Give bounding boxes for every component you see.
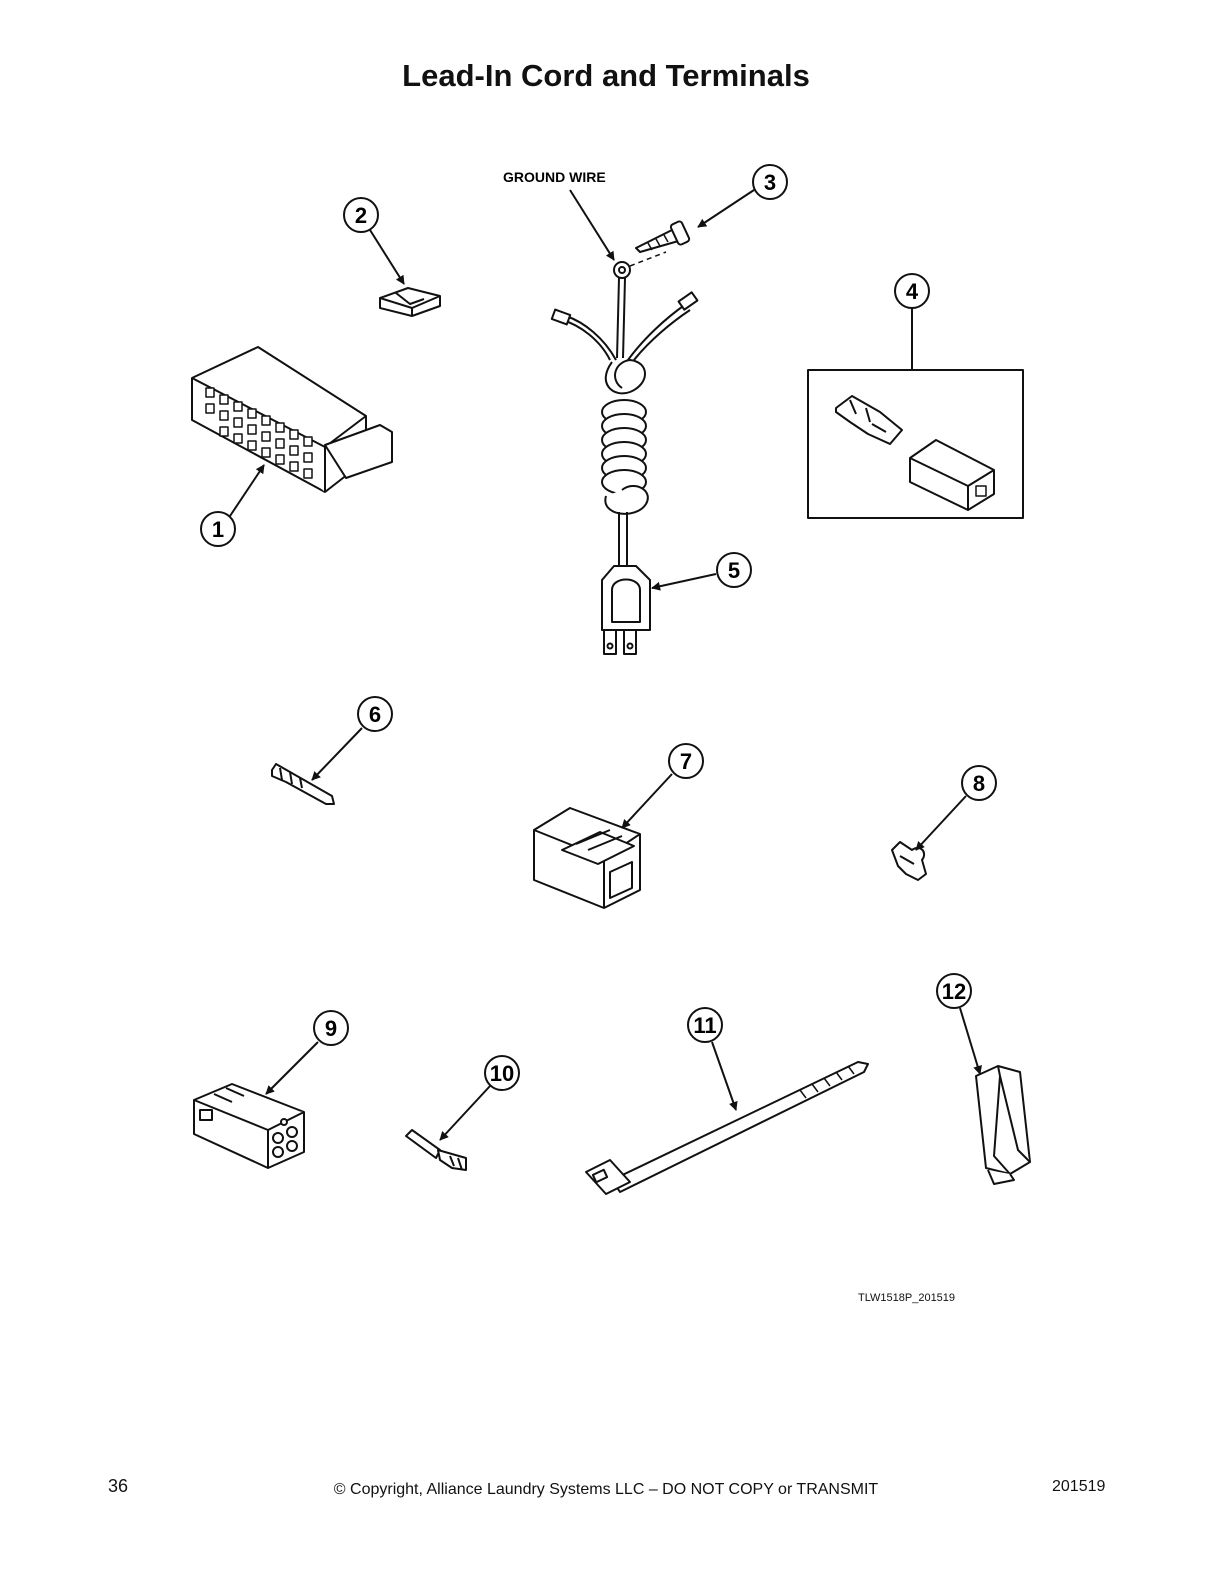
callout-4: 4 bbox=[894, 273, 930, 309]
callout-6: 6 bbox=[357, 696, 393, 732]
callout-12-label: 12 bbox=[942, 979, 966, 1004]
callout-5: 5 bbox=[716, 552, 752, 588]
ground-wire-label: GROUND WIRE bbox=[503, 169, 606, 185]
callout-9: 9 bbox=[313, 1010, 349, 1046]
leader-lines bbox=[229, 189, 982, 1141]
part-10-pin-terminal bbox=[405, 1129, 467, 1171]
part-1-connector-block bbox=[191, 346, 393, 493]
part-3-screw bbox=[635, 220, 691, 253]
callout-3-label: 3 bbox=[764, 170, 776, 195]
callout-2: 2 bbox=[343, 197, 379, 233]
part-6-terminal bbox=[271, 763, 335, 805]
part-7-connector-housing bbox=[533, 807, 641, 909]
callout-6-label: 6 bbox=[369, 702, 381, 727]
part-8-clip bbox=[891, 841, 927, 881]
callout-12: 12 bbox=[936, 973, 972, 1009]
callout-7: 7 bbox=[668, 743, 704, 779]
part-12-wire-holder bbox=[975, 1065, 1031, 1185]
drawing-reference: TLW1518P_201519 bbox=[858, 1292, 956, 1304]
callout-11-label: 11 bbox=[693, 1013, 716, 1038]
page-title: Lead-In Cord and Terminals bbox=[402, 58, 810, 93]
callout-8-label: 8 bbox=[973, 771, 985, 796]
page-number: 36 bbox=[108, 1476, 129, 1496]
callout-4-label: 4 bbox=[906, 279, 919, 304]
callout-1: 1 bbox=[200, 511, 236, 547]
callout-9-label: 9 bbox=[325, 1016, 337, 1041]
document-code: 201519 bbox=[1052, 1478, 1106, 1495]
callout-5-label: 5 bbox=[728, 558, 740, 583]
copyright-notice: © Copyright, Alliance Laundry Systems LL… bbox=[333, 1481, 879, 1498]
part-9-connector-6-way bbox=[193, 1083, 305, 1169]
part-2-clip bbox=[379, 287, 441, 317]
callout-10: 10 bbox=[484, 1055, 520, 1091]
callouts: 1 2 3 4 5 6 7 8 bbox=[200, 164, 997, 1091]
part-5-lead-in-cord bbox=[550, 251, 699, 655]
callout-3: 3 bbox=[752, 164, 788, 200]
callout-7-label: 7 bbox=[680, 749, 692, 774]
callout-11: 11 bbox=[687, 1007, 723, 1043]
callout-10-label: 10 bbox=[490, 1061, 514, 1086]
callout-2-label: 2 bbox=[355, 203, 367, 228]
callout-1-label: 1 bbox=[212, 517, 224, 542]
part-4-terminal-kit bbox=[807, 369, 1024, 519]
callout-8: 8 bbox=[961, 765, 997, 801]
part-11-cable-tie bbox=[585, 1061, 869, 1195]
